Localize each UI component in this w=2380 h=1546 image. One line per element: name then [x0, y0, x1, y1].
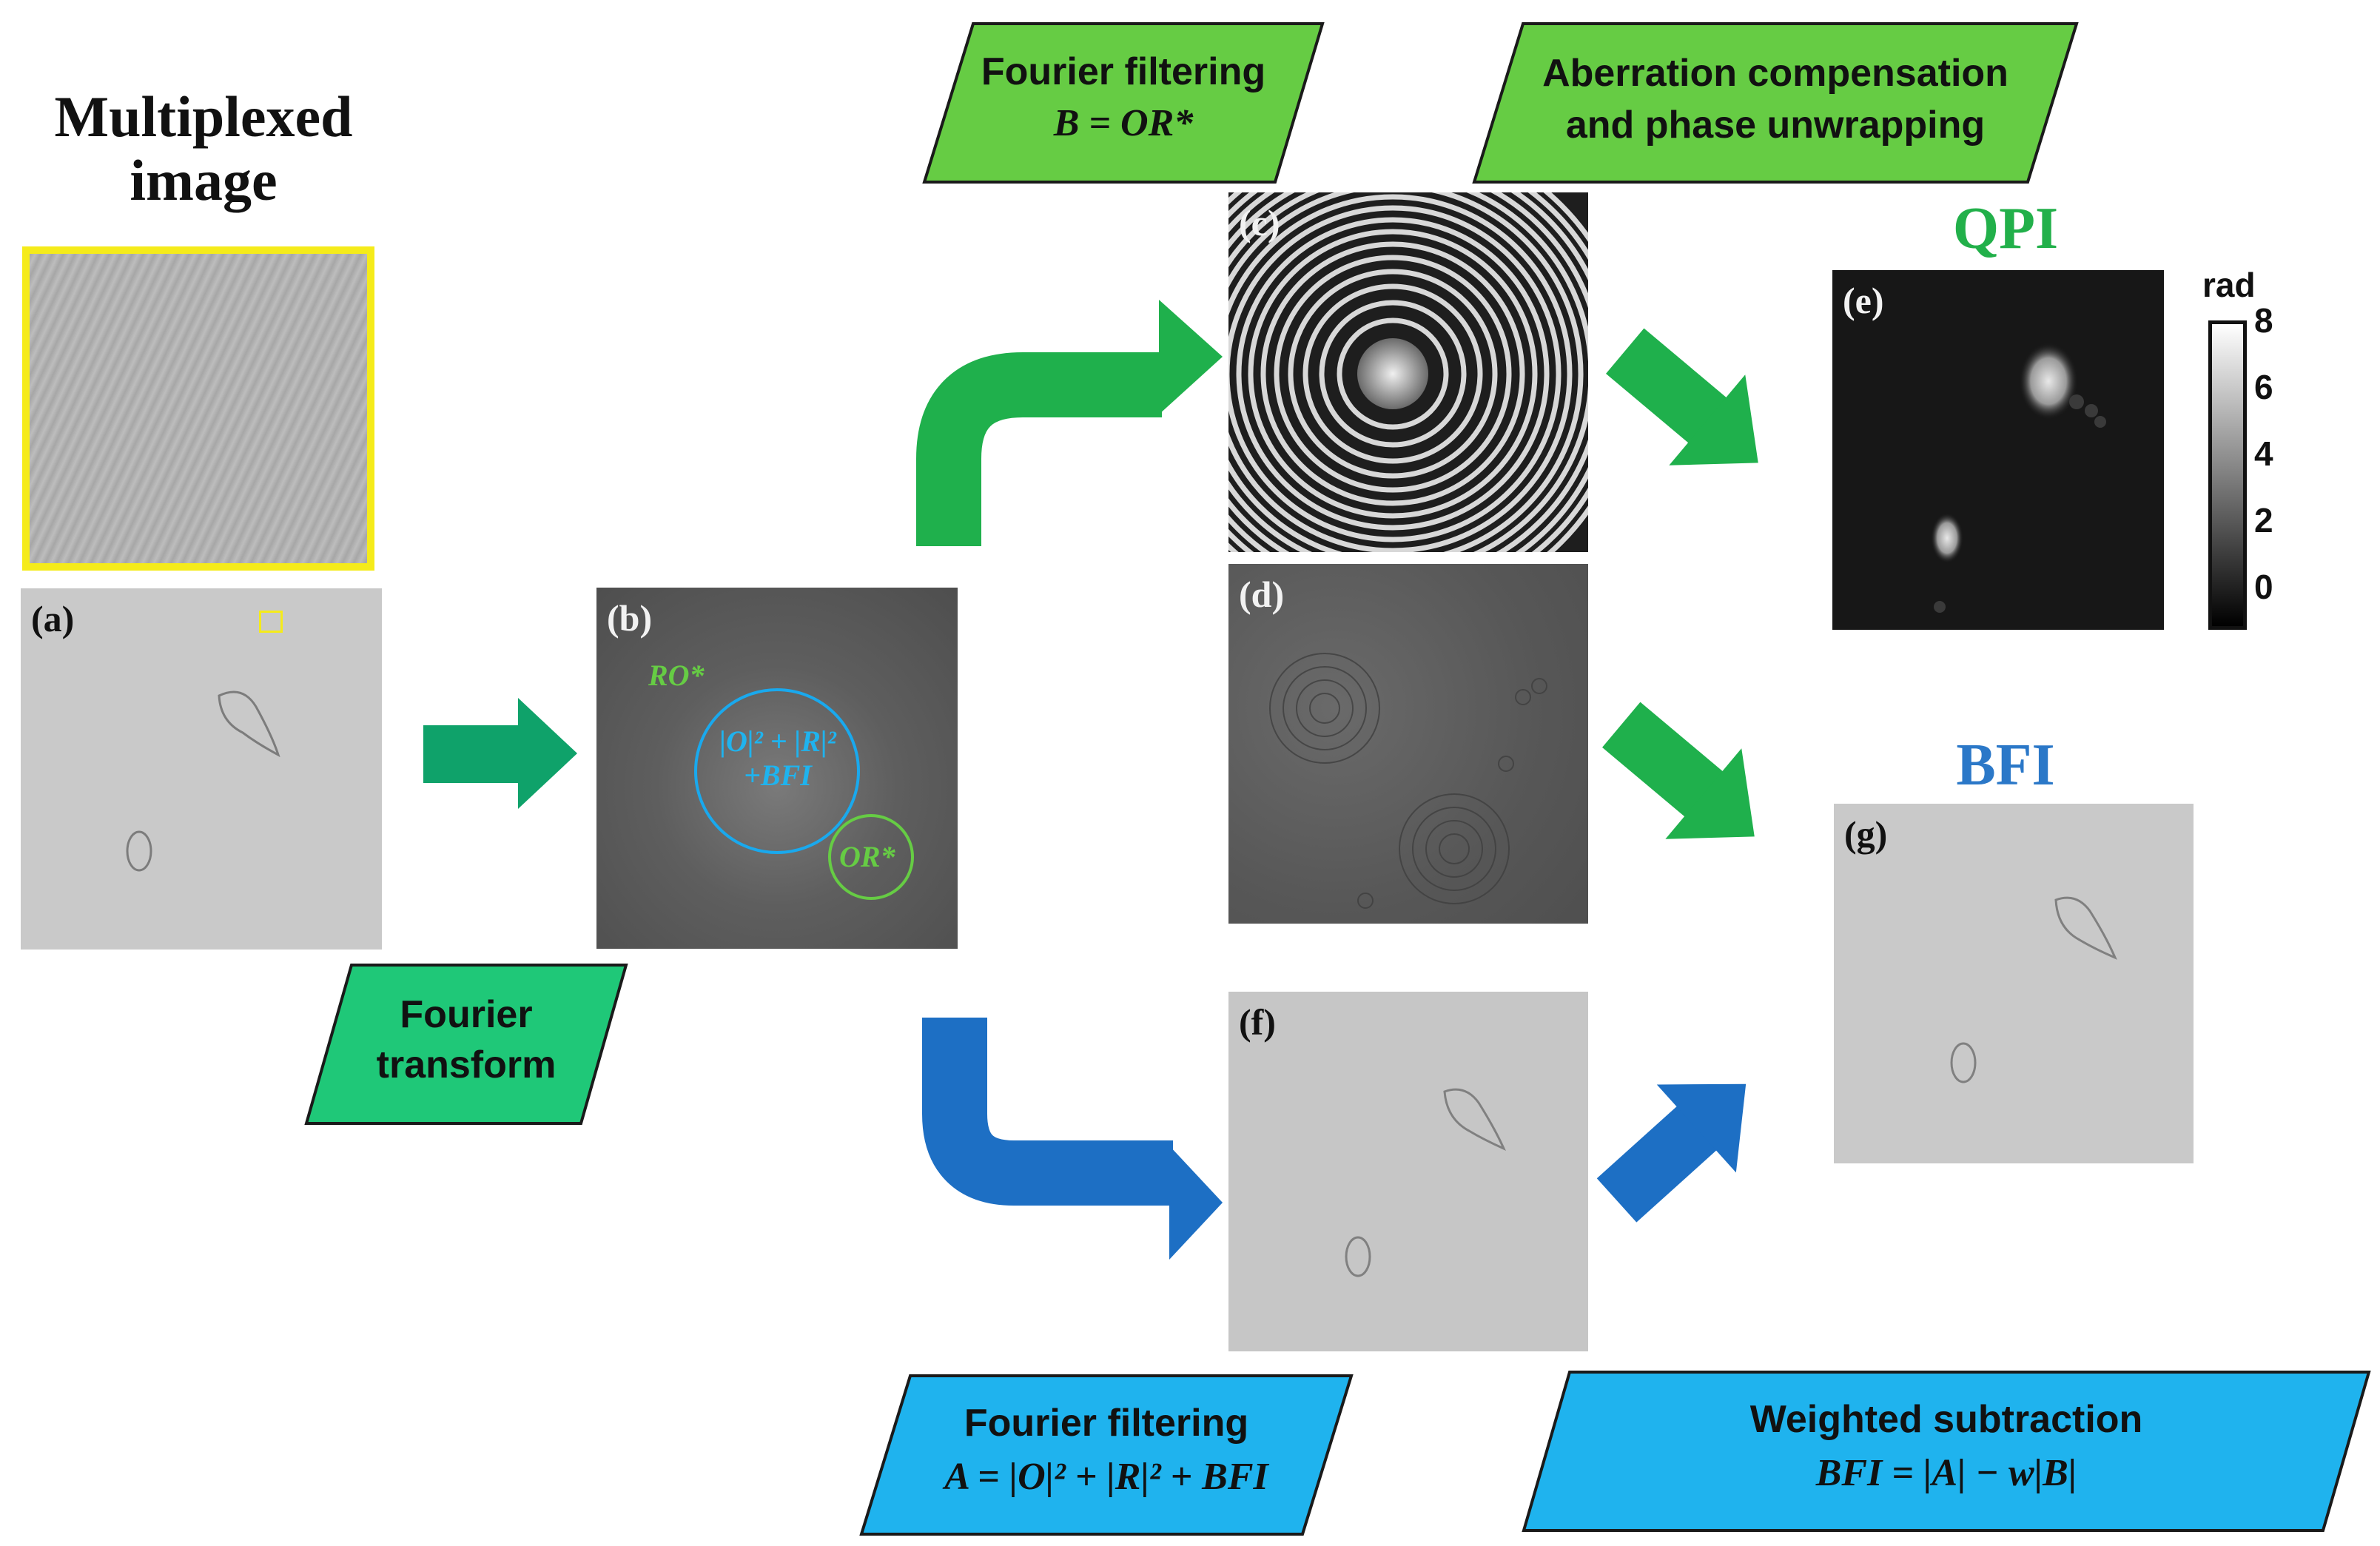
panel-b-fourier-spectrum: RO* |O|² + |R|² +BFI OR* (b) [596, 588, 958, 949]
panel-f-label: (f) [1239, 1001, 1276, 1043]
colorbar-tick-2: 2 [2254, 501, 2273, 540]
aberration-line1: Aberration compensation [1542, 52, 2008, 95]
arrow-b-to-c-head [1159, 300, 1223, 414]
center-term-label: |O|² + |R|² +BFI [685, 725, 870, 793]
aberration-line2: and phase unwrapping [1565, 104, 1986, 147]
bfi-heading: BFI [1956, 733, 2055, 798]
filter-a-equation: A = |O|² + |R|² + BFI [944, 1455, 1268, 1498]
panel-a-multiplexed-image: (a) [21, 588, 382, 950]
panel-e-label: (e) [1843, 280, 1884, 321]
fourier-transform-line2: transform [376, 1043, 557, 1086]
qpi-cell-1 [2019, 343, 2078, 420]
qpi-cell-2 [1931, 513, 1963, 563]
arrow-b-to-c [916, 352, 1162, 546]
multiplexed-heading-line1: Multiplexed [54, 84, 353, 149]
caption-fourier-filtering-b: Fourier filtering B = OR* [921, 21, 1325, 185]
caption-weighted-subtraction: Weighted subtraction BFI = |A| − w|B| [1521, 1369, 2372, 1533]
phase-fringes [1228, 192, 1588, 552]
qpi-debris [1934, 394, 2106, 613]
multiplexed-heading-line2: image [130, 147, 278, 212]
qpi-heading: QPI [1952, 196, 2059, 261]
arrow-d-to-g [1602, 702, 1755, 839]
filter-b-equation: B = OR* [1053, 102, 1194, 145]
center-term-circle [694, 688, 860, 854]
cell-g1 [2054, 896, 2117, 960]
colorbar-tick-4: 4 [2254, 434, 2273, 473]
filter-b-title: Fourier filtering [981, 50, 1266, 93]
cell-a1 [218, 690, 280, 758]
phase-colorbar [2208, 320, 2247, 630]
diffraction-rings [1269, 653, 1547, 909]
panel-c-wrapped-phase: (c) [1228, 192, 1588, 552]
panel-g-label: (g) [1844, 813, 1888, 855]
multiplexed-zoom-image [22, 246, 374, 571]
panel-f-filtered-bfi: (f) [1228, 992, 1588, 1351]
arrow-a-to-b [423, 698, 577, 809]
panel-c-label: (c) [1239, 202, 1280, 243]
or-term-circle [828, 814, 914, 900]
ro-term-label: RO* [648, 659, 705, 692]
colorbar-tick-8: 8 [2254, 301, 2273, 340]
multiplexed-image-heading: Multiplexed image [15, 85, 392, 212]
phase-center-disk [1357, 338, 1428, 409]
center-term-line2: +BFI [744, 759, 812, 792]
weighted-title: Weighted subtraction [1749, 1398, 2143, 1441]
arrow-f-to-g [1596, 1083, 1747, 1223]
colorbar-tick-0: 0 [2254, 568, 2273, 606]
cell-a2 [126, 830, 152, 872]
panel-b-label: (b) [607, 597, 653, 639]
panel-g-bfi-image: (g) [1834, 804, 2194, 1163]
caption-aberration-compensation: Aberration compensation and phase unwrap… [1471, 21, 2080, 185]
center-term-line1: |O|² + |R|² [719, 725, 836, 758]
weighted-equation: BFI = |A| − w|B| [1815, 1451, 2077, 1494]
cell-g2 [1950, 1042, 1977, 1083]
fourier-transform-line1: Fourier [400, 993, 533, 1036]
caption-fourier-filtering-a: Fourier filtering A = |O|² + |R|² + BFI [858, 1373, 1354, 1537]
colorbar-unit-label: rad [2202, 266, 2256, 304]
arrow-b-to-f-head [1169, 1146, 1223, 1260]
arrow-c-to-e [1606, 328, 1758, 466]
colorbar-tick-6: 6 [2254, 368, 2273, 406]
or-term-label: OR* [839, 840, 895, 873]
filter-a-title: Fourier filtering [964, 1402, 1249, 1445]
zoom-region-marker [259, 611, 283, 633]
cell-f2 [1345, 1236, 1371, 1277]
panel-d-amplitude: (d) [1228, 564, 1588, 924]
panel-a-label: (a) [31, 598, 75, 639]
panel-e-qpi-image: (e) [1832, 270, 2164, 630]
arrow-b-to-f [922, 1018, 1173, 1206]
panel-d-label: (d) [1239, 574, 1285, 615]
caption-fourier-transform: Fourier transform [303, 962, 629, 1126]
cell-f1 [1443, 1088, 1506, 1151]
